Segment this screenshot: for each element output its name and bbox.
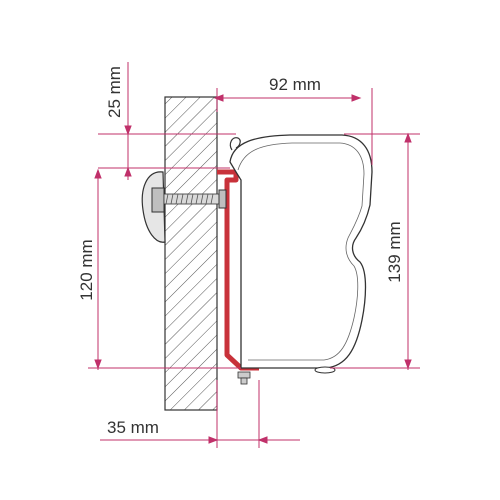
- dim-label-height-right: 139 mm: [385, 221, 404, 282]
- wall-section: [164, 96, 218, 411]
- dim-label-bottom-offset: 35 mm: [107, 418, 159, 437]
- nut: [151, 187, 165, 213]
- cassette-inner-line: [237, 142, 365, 361]
- dim-label-top-gap: 25 mm: [105, 66, 124, 118]
- awning-cassette: [229, 134, 373, 369]
- bottom-screw-head: [237, 371, 251, 379]
- dimension-lines: [88, 62, 420, 448]
- dim-label-width: 92 mm: [269, 75, 321, 94]
- dim-label-height-left: 120 mm: [77, 239, 96, 300]
- bolt-head: [218, 189, 227, 209]
- cassette-top-hook: [229, 137, 241, 151]
- bolt-thread: [165, 193, 214, 205]
- bottom-screw-shaft: [240, 377, 248, 385]
